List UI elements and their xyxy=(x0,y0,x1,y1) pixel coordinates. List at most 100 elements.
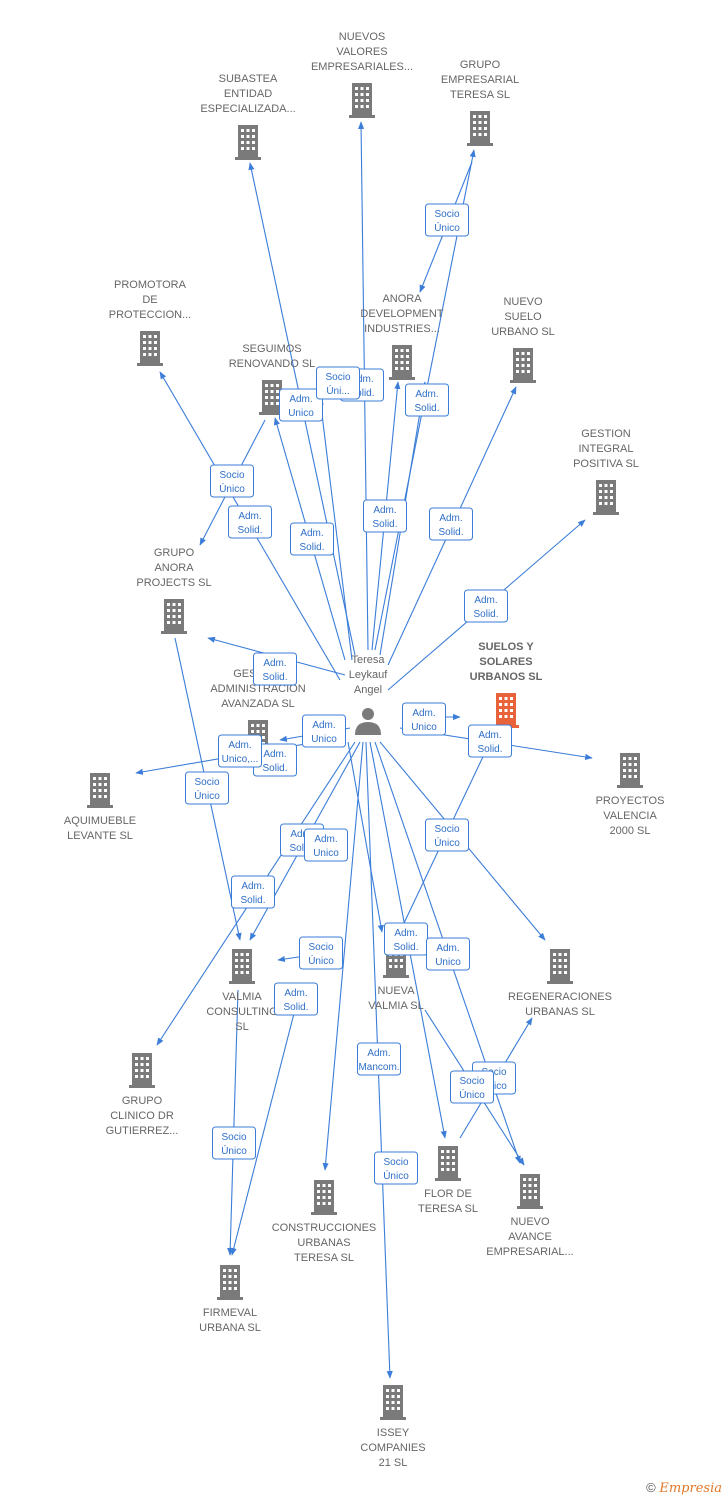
node-label: VALMIA xyxy=(222,991,262,1003)
edge-label-e-nuevo-suelo[interactable]: Adm.Solid. xyxy=(429,507,473,541)
edge-label-e-anora-dev[interactable]: Adm.Solid. xyxy=(363,499,407,533)
building-icon xyxy=(87,773,113,808)
edge-label-e-promotora-adm[interactable]: Adm.Solid. xyxy=(228,505,272,539)
building-icon xyxy=(517,1174,543,1209)
edge-label-text: Adm. xyxy=(241,881,264,892)
company-node-subastea[interactable]: SUBASTEAENTIDADESPECIALIZADA... xyxy=(200,73,296,160)
node-label: COMPANIES xyxy=(360,1442,425,1454)
edge-label-text: Adm. xyxy=(474,595,497,606)
edge-label-e-valmia-adm[interactable]: Adm.Solid. xyxy=(231,875,275,909)
node-label: NUEVO xyxy=(503,296,543,308)
edge-label-e-proyectos[interactable]: Adm.Solid. xyxy=(468,724,512,758)
building-icon xyxy=(235,125,261,160)
building-icon xyxy=(547,949,573,984)
footer-brand: © Empresia xyxy=(646,1480,722,1496)
edge-label-e-gestion-admin[interactable]: Adm.Unico xyxy=(302,714,346,748)
company-node-nuevo-avance[interactable]: NUEVOAVANCEEMPRESARIAL... xyxy=(486,1174,574,1258)
edge-label-text: Adm. xyxy=(412,708,435,719)
edge-label-e-anora-dev2[interactable]: Adm.Solid. xyxy=(253,743,297,777)
edge-label-text: Único xyxy=(434,836,460,849)
brand-logo[interactable]: Empresia xyxy=(659,1481,722,1496)
person-icon-body xyxy=(355,722,381,735)
edge-label-box xyxy=(426,937,470,971)
building-icon xyxy=(161,599,187,634)
edge-label-e-suelos[interactable]: Adm.Unico xyxy=(402,702,446,736)
edge-label-text: Solid. xyxy=(349,388,374,399)
building-icon xyxy=(229,949,255,984)
edge-label-e-grupo-teresa[interactable]: Adm.Solid. xyxy=(405,383,449,417)
company-node-promotora[interactable]: PROMOTORADEPROTECCION... xyxy=(109,279,192,366)
node-label: NUEVA xyxy=(377,985,415,997)
edge-label-e-nueva-valmia[interactable]: Adm.Solid. xyxy=(384,922,428,956)
edge-label-e-grupo-anora[interactable]: Adm.Solid. xyxy=(253,652,297,686)
edge-label-e-nueva-valmia-unico[interactable]: Adm.Unico xyxy=(426,937,470,971)
edge-labels-layer: Adm.Solid.Adm.Solid.Adm.Solid.SocioÚnico… xyxy=(185,203,516,1185)
edge-label-text: Único xyxy=(459,1088,485,1101)
edge-label-text: Adm. xyxy=(263,749,286,760)
company-node-anora-dev[interactable]: ANORADEVELOPMENTINDUSTRIES... xyxy=(360,293,444,380)
node-label: SUELO xyxy=(504,311,542,323)
edge-label-text: Único xyxy=(219,482,245,495)
edge-label-text: Úni... xyxy=(326,384,349,397)
edge-label-e-seguimos-socio[interactable]: SocioÚni... xyxy=(316,366,360,400)
node-label: ESPECIALIZADA... xyxy=(200,103,295,115)
edge-label-text: Solid. xyxy=(283,1002,308,1013)
node-label: TERESA SL xyxy=(294,1252,354,1264)
company-node-nuevos-valores[interactable]: NUEVOSVALORESEMPRESARIALES... xyxy=(311,31,413,118)
edge-label-text: Unico xyxy=(313,848,339,859)
edge-label-text: Socio xyxy=(434,209,459,220)
building-icon xyxy=(493,693,519,728)
edge-label-box xyxy=(429,507,473,541)
edge-label-text: Adm. xyxy=(312,720,335,731)
edge-label-text: Adm. xyxy=(367,1048,390,1059)
edge-label-e-adm-unico2[interactable]: Adm.Unico xyxy=(304,828,348,862)
node-label: CLINICO DR xyxy=(110,1110,174,1122)
edge-label-text: Solid. xyxy=(237,525,262,536)
edge-label-e-seguimos-adm[interactable]: Adm.Unico xyxy=(279,388,323,422)
edge-label-e-subastea[interactable]: Adm.Solid. xyxy=(290,522,334,556)
edge-label-e-aquimueble[interactable]: Adm.Unico,... xyxy=(218,734,262,768)
edge-label-text: Solid. xyxy=(393,942,418,953)
edge-label-e-construcciones[interactable]: Adm.Mancom. xyxy=(357,1042,401,1076)
copyright-icon: © xyxy=(646,1480,656,1495)
edge-label-text: Adm. xyxy=(284,988,307,999)
edge-line xyxy=(317,397,353,661)
edge-label-e-gestion-integral[interactable]: Adm.Solid. xyxy=(464,589,508,623)
node-label: PROMOTORA xyxy=(114,279,187,291)
edge-label-box xyxy=(231,875,275,909)
node-label: GUTIERREZ... xyxy=(106,1125,179,1137)
edge-label-box xyxy=(425,818,469,852)
edge-label-text: Socio xyxy=(308,942,333,953)
edge-label-e-firmeval-adm[interactable]: Adm. Solid. xyxy=(274,982,318,1016)
edge-line xyxy=(322,741,364,1171)
edge-label-text: Unico xyxy=(435,957,461,968)
node-label: POSITIVA SL xyxy=(573,458,639,470)
edge-label-text: Socio xyxy=(481,1067,506,1078)
